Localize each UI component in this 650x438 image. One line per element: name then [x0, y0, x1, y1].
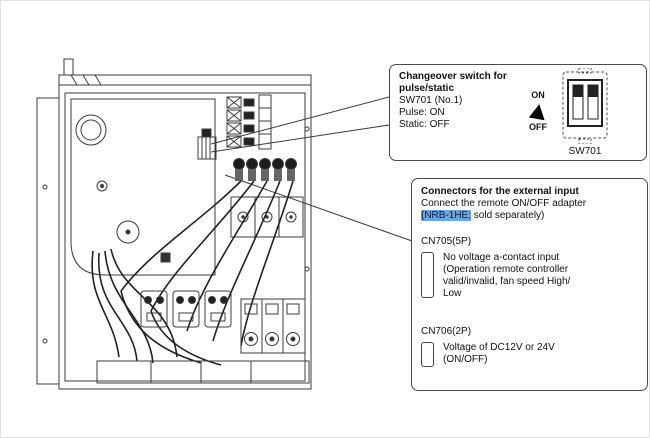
cn706-description: Voltage of DC12V or 24V (ON/OFF)	[443, 342, 555, 365]
switch-callout-title: Changeover switch for pulse/static	[399, 71, 507, 94]
connectors-title: Connectors for the external input	[421, 186, 579, 197]
cn706-label: CN706(2P)	[421, 326, 472, 337]
switch-pulse-label: Pulse: ON	[399, 107, 445, 118]
connectors-callout: Connectors for the external input Connec…	[411, 178, 648, 391]
cn705-description: No voltage a-contact input (Operation re…	[443, 252, 571, 299]
leader-line-connectors	[224, 174, 413, 242]
cn706-section: CN706(2P) Voltage of DC12V or 24V (ON/OF…	[421, 326, 638, 367]
dip-switch-label: SW701	[568, 146, 602, 157]
connectors-line1: Connect the remote ON/OFF adapter	[421, 198, 587, 209]
off-label: OFF	[529, 122, 547, 132]
changeover-switch-callout: Changeover switch for pulse/static SW701…	[389, 64, 647, 161]
cn706-connector-icon	[421, 342, 434, 367]
connectors-line2: (NRB-1HE; sold separately)	[421, 210, 638, 222]
adapter-model-highlight: (NRB-1HE;	[421, 210, 472, 221]
cn705-section: CN705(5P) No voltage a-contact input (Op…	[421, 236, 638, 300]
switch-static-label: Static: OFF	[399, 119, 450, 130]
switch-model-label: SW701 (No.1)	[399, 95, 463, 106]
on-label: ON	[531, 90, 545, 100]
on-off-arrow-icon: ON OFF	[520, 89, 556, 133]
cn705-label: CN705(5P)	[421, 236, 472, 247]
sold-separately-text: sold separately)	[471, 210, 545, 221]
cn705-connector-icon	[421, 252, 434, 298]
dip-switch-icon	[562, 68, 608, 144]
up-arrow-icon	[528, 102, 548, 121]
